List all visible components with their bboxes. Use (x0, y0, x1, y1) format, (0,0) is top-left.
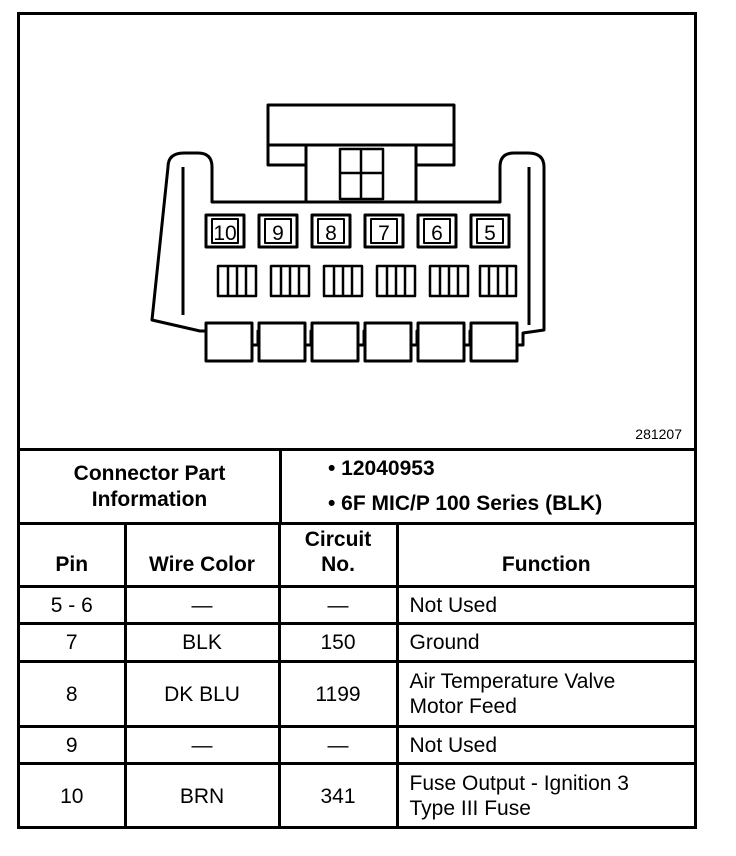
pin-label: 6 (431, 222, 443, 245)
cell-function: Ground (395, 622, 694, 663)
connector-drawing: 10 9 8 7 6 5 (150, 103, 546, 363)
function-line: Motor Feed (409, 695, 517, 718)
cell-circuit: 150 (277, 622, 399, 663)
cell-wire-color: — (123, 585, 281, 625)
part-number: • 12040953 (328, 457, 435, 480)
info-list: • 12040953 • 6F MIC/P 100 Series (BLK) (282, 451, 694, 522)
cell-wire-color: BRN (123, 762, 281, 827)
function-line: Air Temperature Valve (409, 670, 616, 693)
locking-tab (363, 321, 413, 363)
pin-box (257, 213, 299, 249)
cell-wire-color: DK BLU (123, 660, 281, 728)
header-pin: Pin (20, 525, 127, 588)
locking-tab (310, 321, 360, 363)
connector-part-information: Connector Part Information • 12040953 • … (20, 451, 694, 525)
info-label: Connector Part Information (20, 451, 282, 522)
pin-table: Pin Wire Color Circuit No. Function 5 - … (20, 525, 694, 827)
locking-tab (416, 321, 466, 363)
pin-box (310, 213, 352, 249)
table-row: 9 — — Not Used (20, 725, 694, 765)
pin-box-inner (476, 218, 504, 244)
cell-function: Not Used (395, 725, 694, 765)
cell-circuit: — (277, 725, 399, 765)
table-row: 5 - 6 — — Not Used (20, 585, 694, 625)
cell-pin: 5 - 6 (20, 585, 127, 625)
locking-tab (257, 321, 307, 363)
locking-tab (469, 321, 519, 363)
header-circuit-line: Circuit (304, 528, 372, 551)
pin-label: 7 (378, 222, 390, 245)
function-line: Type III Fuse (409, 797, 531, 820)
pin-box (363, 213, 405, 249)
pin-box-inner (264, 218, 292, 244)
locking-tab (204, 321, 254, 363)
latch-right-leg (414, 145, 456, 167)
cell-function: Not Used (395, 585, 694, 625)
function-line: Not Used (409, 733, 498, 757)
cell-wire-color: — (123, 725, 281, 765)
pin-box (469, 213, 511, 249)
table-header-row: Pin Wire Color Circuit No. Function (20, 525, 694, 588)
latch-top (266, 103, 456, 147)
header-wire-color: Wire Color (123, 525, 281, 588)
pin-box (416, 213, 458, 249)
connector-diagram: 10 9 8 7 6 5 (20, 15, 694, 451)
figure-number: 281207 (635, 426, 682, 442)
pin-box-inner (370, 218, 398, 244)
connector-sheet: 10 9 8 7 6 5 (17, 12, 697, 829)
connector-series: • 6F MIC/P 100 Series (BLK) (328, 492, 603, 515)
pin-box-inner (423, 218, 451, 244)
function-line: Not Used (409, 593, 498, 617)
pin-box (204, 213, 246, 249)
cell-circuit: — (277, 585, 399, 625)
cell-circuit: 1199 (277, 660, 399, 728)
header-circuit-line: No. (321, 553, 355, 576)
info-label-line: Connector Part (73, 461, 226, 485)
cell-pin: 10 (20, 762, 127, 827)
cell-circuit: 341 (277, 762, 399, 827)
pin-box-inner (317, 218, 345, 244)
info-label-line: Information (91, 487, 208, 511)
connector-housing (150, 151, 546, 347)
latch-left-leg (266, 145, 308, 167)
cell-pin: 8 (20, 660, 127, 728)
cell-wire-color: BLK (123, 622, 281, 663)
pin-label: 8 (325, 222, 337, 245)
pin-label: 9 (272, 222, 284, 245)
pin-label: 5 (484, 222, 496, 245)
function-line: Fuse Output - Ignition 3 (409, 772, 629, 795)
terminal-cavities (216, 264, 518, 298)
header-circuit-no: Circuit No. (277, 525, 399, 588)
pin-box-inner (211, 218, 239, 244)
table-row: 7 BLK 150 Ground (20, 622, 694, 663)
function-line: Ground (409, 631, 480, 654)
cell-pin: 7 (20, 622, 127, 663)
header-function: Function (395, 525, 694, 588)
cell-pin: 9 (20, 725, 127, 765)
pin-label: 10 (213, 222, 236, 245)
